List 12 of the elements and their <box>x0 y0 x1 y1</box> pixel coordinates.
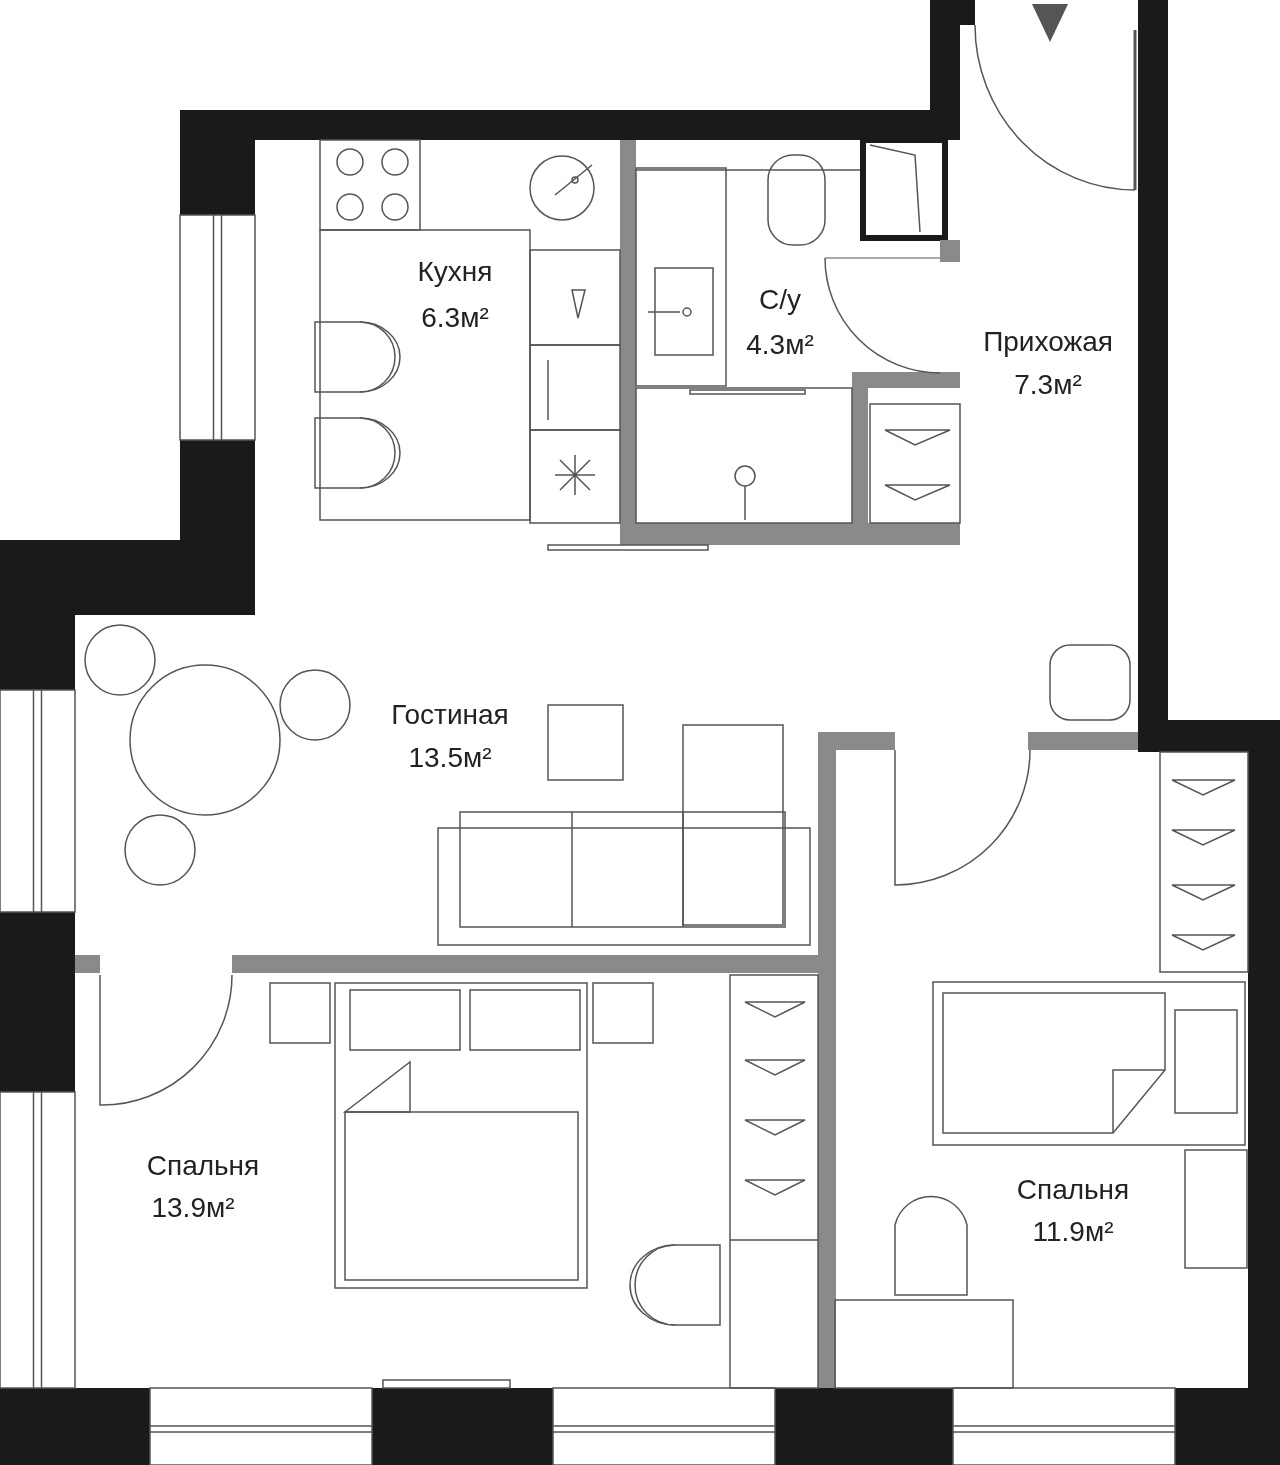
room-area: 6.3м² <box>421 302 489 334</box>
room-area: 11.9м² <box>1032 1216 1114 1248</box>
room-name: Гостиная <box>391 699 509 731</box>
room-name: С/у <box>759 284 801 316</box>
room-name: Спальня <box>146 1150 260 1182</box>
room-area: 13.5м² <box>408 742 492 774</box>
room-area: 7.3м² <box>1014 369 1082 401</box>
room-name: Спальня <box>1016 1174 1130 1206</box>
room-area: 4.3м² <box>746 329 814 361</box>
room-name: Кухня <box>417 256 493 288</box>
room-name: Прихожая <box>983 326 1113 358</box>
room-area: 13.9м² <box>151 1192 235 1224</box>
